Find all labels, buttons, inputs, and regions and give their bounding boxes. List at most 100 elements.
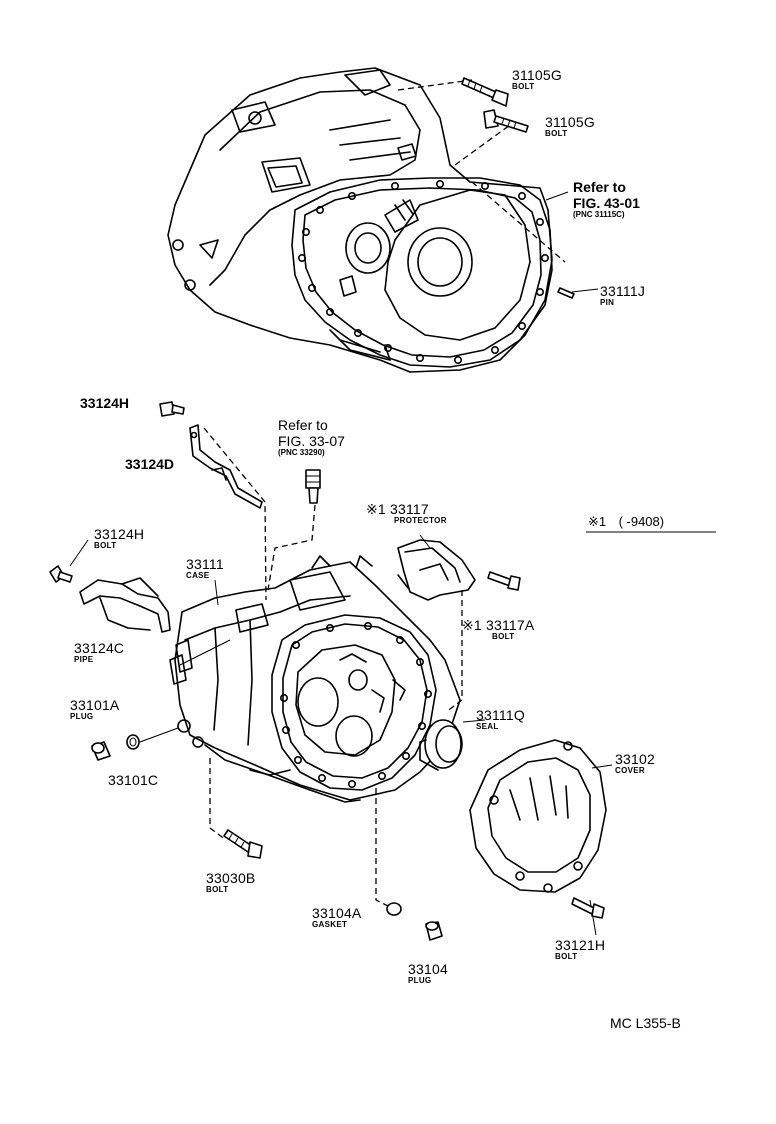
callout-33124H: 33124H BOLT [94,527,144,550]
leader-ref-43-01 [471,181,566,263]
leader-33111J [571,288,599,293]
legend-symbol: ※1 [588,514,607,529]
leader-33030B [209,758,227,841]
bolt-boss [415,657,424,666]
part-name: PROTECTOR [394,516,447,525]
reference-line3: (PNC 31115C) [573,210,625,219]
callout-33121H: 33121H BOLT [555,938,605,961]
part-number: 33104A [312,905,362,921]
plug-33104-drawing [425,921,443,941]
part-number: 33111 [186,556,224,572]
bolt-boss [347,779,356,788]
bolt-boss [535,218,544,227]
sensor-33290-drawing [305,469,321,504]
part-number: 33101C [108,772,159,788]
callout-31105G-a: 31105G BOLT [512,68,562,91]
part-name: GASKET [312,920,348,929]
seal-33111Q-drawing [419,719,463,771]
callout-33104A: 33104A GASKET [312,906,361,929]
diagram-id: MC L355-B [610,1015,681,1031]
bolt-33030B-drawing [223,829,263,859]
bolt-boss [390,182,399,191]
callout-33117A: ※1 33117A BOLT [462,618,534,641]
part-name: PIN [600,298,615,307]
reference-line1: Refer to [278,417,328,433]
bolt-boss [279,693,288,702]
callout-33124D: 33124D [125,457,174,471]
bolt-boss [353,328,362,337]
callout-33101A: 33101A PLUG [70,698,119,721]
bolt-31105G-a-drawing [461,77,509,107]
part-number: 33104 [408,961,448,977]
part-name: BOLT [94,541,117,550]
bolt-boss [517,321,526,330]
bolt-boss [423,689,432,698]
part-name: BOLT [555,952,578,961]
bolt-boss [435,180,444,189]
part-number: 33111Q [476,707,525,723]
bracket-33124D-drawing [189,424,263,509]
part-number: 33124H [80,395,130,411]
part-name: BOLT [512,82,535,91]
bolt-boss [377,771,386,780]
bolt-boss [307,283,316,292]
bolt-boss [395,635,404,644]
part-name: PLUG [408,976,432,985]
leader-33117 [419,534,431,549]
part-name: BOLT [206,885,229,894]
leader-33111 [214,579,219,606]
legend: ※1 ( -9408) [588,514,664,530]
reference-line1: Refer to [573,179,626,195]
bolt-33121H-drawing [571,897,605,919]
callout-33101C: 33101C [108,773,158,787]
part-number: 33101A [70,697,120,713]
part-number: 33111J [600,283,646,299]
reference-fig-33-07[interactable]: Refer to FIG. 33-07 (PNC 33290) [278,418,345,457]
bolt-boss [297,254,306,263]
bolt-boss [363,621,372,630]
legend-range: ( -9408) [618,514,665,529]
leader-33117A [445,590,463,713]
part-number: 31105G [512,67,562,83]
callout-33104: 33104 PLUG [408,962,448,985]
leader-33101A [139,727,179,743]
plug-33101A-drawing [91,741,111,761]
bolt-boss [291,640,300,649]
bolt-boss [417,721,426,730]
leader-33124H [69,539,89,567]
part-name: BOLT [545,129,568,138]
bolt-boss [415,353,424,362]
bolt-boss [281,725,290,734]
bolt-boss [315,206,324,215]
callout-33102: 33102 COVER [615,752,655,775]
part-name: BOLT [492,632,515,641]
bolt-boss [540,254,549,263]
reference-line2: FIG. 43-01 [573,195,640,211]
bolt-boss [325,623,334,632]
bolt-33124H-top-drawing [159,401,185,417]
part-number: 33030B [206,870,256,886]
callout-33124H-top: 33124H [80,396,129,410]
washer-33101C-drawing [126,734,140,750]
leader-33124C-pipe [179,639,231,666]
bolt-boss [480,182,489,191]
callout-33124C: 33124C PIPE [74,641,124,664]
callout-33030B: 33030B BOLT [206,871,255,894]
reference-line2: FIG. 33-07 [278,433,345,449]
bolt-boss [453,355,462,364]
bolt-boss [317,773,326,782]
bolt-boss [490,345,499,354]
callout-33111Q: 33111Q SEAL [476,708,525,731]
callout-33111: 33111 CASE [186,557,224,580]
bolt-33117A-drawing [487,571,521,591]
part-number: ※1 33117 [366,501,429,517]
bolt-boss [535,287,544,296]
bolt-boss [301,228,310,237]
part-number: 33124H [94,526,145,542]
leader-31105G-b [454,124,511,166]
part-number: 33121H [555,937,606,953]
callout-33117: ※1 33117 PROTECTOR [366,502,447,525]
reference-fig-43-01[interactable]: Refer to FIG. 43-01 (PNC 31115C) [573,180,640,219]
